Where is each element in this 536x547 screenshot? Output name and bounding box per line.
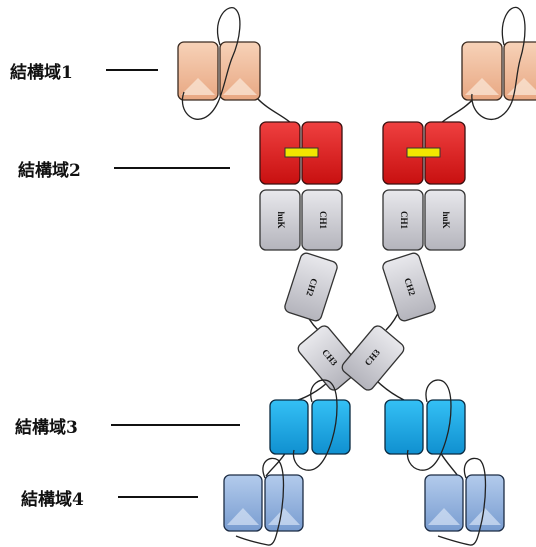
domain-3-module (384, 399, 424, 455)
constant-left-pair: huK CH1 (259, 189, 343, 251)
domain-3-left-pair (269, 379, 351, 471)
disulfide-loop (406, 379, 452, 471)
domain-3-right-pair (384, 379, 466, 471)
ch2-right: CH2 (382, 252, 436, 322)
constant-right-pair: CH1 huK (382, 189, 466, 251)
disulfide-loop (292, 379, 338, 471)
domain-3-label: 結構域3 (15, 418, 78, 438)
domain-1-module (177, 41, 219, 101)
ch1-module (382, 189, 424, 251)
ch2-left: CH2 (284, 252, 338, 322)
domain-1-module (461, 41, 503, 101)
domain-3-module (269, 399, 309, 455)
domain-3-leader-line (111, 424, 240, 426)
disulfide-loop (437, 457, 487, 546)
domain-1-label: 結構域1 (10, 63, 73, 83)
ch3-left: CH3 (297, 325, 361, 391)
huk-text: huK (441, 211, 451, 228)
domain-1-module (219, 41, 261, 101)
domain-2-label: 結構域2 (18, 161, 81, 181)
huk-module (424, 189, 466, 251)
domain-1-right-pair (461, 6, 536, 120)
domain-4-left-pair (223, 457, 304, 546)
domain-2-left-pair (259, 121, 343, 185)
huk-text: huK (276, 211, 286, 228)
domain-2-leader-line (114, 167, 230, 169)
linker-bar (284, 147, 319, 158)
disulfide-loop (181, 7, 241, 120)
domain-1-leader-line (106, 69, 158, 71)
domain-3-module (426, 399, 466, 455)
huk-module (259, 189, 301, 251)
domain-4-right-pair (424, 457, 505, 546)
ch1-module (301, 189, 343, 251)
domain-1-left-pair (177, 7, 261, 120)
linker-bar (406, 147, 441, 158)
domain-4-module (223, 474, 263, 532)
ch1-text: CH1 (318, 211, 328, 230)
disulfide-loop (235, 457, 285, 546)
disulfide-loop (471, 6, 526, 120)
domain-4-module (264, 474, 304, 532)
domain-3-module (311, 399, 351, 455)
domain-4-leader-line (118, 496, 198, 498)
domain-4-label: 結構域4 (21, 490, 84, 510)
ch1-text: CH1 (399, 211, 409, 230)
domain-2-right-pair (382, 121, 466, 185)
domain-4-module (424, 474, 464, 532)
ch3-right: CH3 (341, 325, 405, 391)
